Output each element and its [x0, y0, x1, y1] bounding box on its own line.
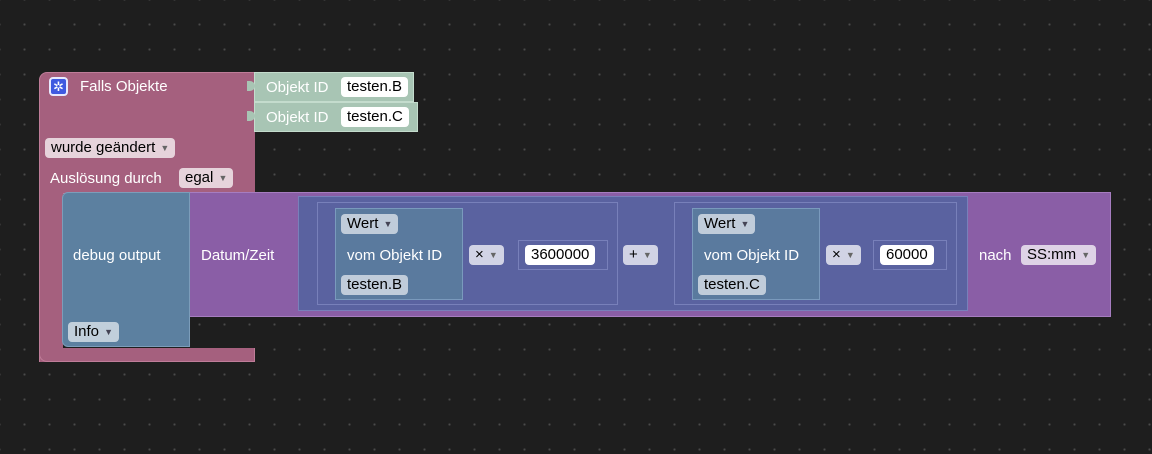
- puzzle-tab: [247, 81, 255, 91]
- trigger-by-value: egal: [185, 169, 214, 186]
- number-block[interactable]: 3600000: [518, 240, 608, 270]
- number-input[interactable]: 3600000: [525, 245, 596, 265]
- change-type-value: wurde geändert: [51, 139, 156, 156]
- puzzle-tab: [247, 111, 255, 121]
- vom-objekt-label: vom Objekt ID: [704, 247, 800, 264]
- multiply-operator-value: ×: [832, 246, 841, 263]
- debug-output-block[interactable]: debug output Info ▼: [62, 192, 190, 347]
- dropdown-arrow-icon: ▼: [218, 173, 228, 183]
- dropdown-arrow-icon: ▼: [642, 250, 652, 260]
- value-type-value: Wert: [704, 215, 736, 232]
- object-id-label: Objekt ID: [266, 109, 329, 126]
- multiply-operator-value: ×: [475, 246, 484, 263]
- dropdown-arrow-icon: ▼: [160, 143, 170, 153]
- number-input[interactable]: 60000: [880, 245, 934, 265]
- gear-icon[interactable]: ✲: [49, 77, 68, 96]
- format-value: SS:mm: [1027, 246, 1077, 263]
- object-id-label: Objekt ID: [266, 79, 329, 96]
- event-block-bottom: [39, 348, 255, 362]
- log-level-value: Info: [74, 323, 100, 340]
- dropdown-arrow-icon: ▼: [488, 250, 498, 260]
- object-id-input[interactable]: testen.B: [341, 77, 409, 97]
- object-id-block-1[interactable]: Objekt ID testen.B: [247, 72, 414, 102]
- dropdown-arrow-icon: ▼: [740, 219, 750, 229]
- multiply-operator-dropdown[interactable]: × ▼: [469, 245, 504, 265]
- event-block-left-rail: [39, 190, 63, 362]
- trigger-by-label: Auslösung durch: [50, 170, 162, 187]
- dropdown-arrow-icon: ▼: [1081, 250, 1091, 260]
- vom-objekt-label: vom Objekt ID: [347, 247, 443, 264]
- value-block-left[interactable]: Wert ▼ vom Objekt ID testen.B: [335, 208, 463, 300]
- multiply-operator-dropdown[interactable]: × ▼: [826, 245, 861, 265]
- trigger-title: Falls Objekte: [80, 78, 168, 95]
- object-id-block-2[interactable]: Objekt ID testen.C: [247, 102, 418, 132]
- plus-operator-value: +: [629, 246, 638, 263]
- value-block-right[interactable]: Wert ▼ vom Objekt ID testen.C: [692, 208, 820, 300]
- value-type-dropdown[interactable]: Wert ▼: [698, 214, 756, 234]
- dropdown-arrow-icon: ▼: [845, 250, 855, 260]
- number-block[interactable]: 60000: [873, 240, 947, 270]
- format-dropdown[interactable]: SS:mm ▼: [1021, 245, 1097, 265]
- dropdown-arrow-icon: ▼: [104, 327, 114, 337]
- value-type-dropdown[interactable]: Wert ▼: [341, 214, 399, 234]
- object-id-input[interactable]: testen.C: [698, 275, 766, 295]
- format-label: nach: [979, 247, 1012, 264]
- value-type-value: Wert: [347, 215, 379, 232]
- object-id-input[interactable]: testen.C: [341, 107, 409, 127]
- datetime-label: Datum/Zeit: [201, 247, 275, 264]
- dropdown-arrow-icon: ▼: [383, 219, 393, 229]
- debug-output-label: debug output: [73, 247, 161, 264]
- log-level-dropdown[interactable]: Info ▼: [68, 322, 120, 342]
- plus-operator-dropdown[interactable]: + ▼: [623, 245, 658, 265]
- trigger-by-dropdown[interactable]: egal ▼: [179, 168, 234, 188]
- object-id-input[interactable]: testen.B: [341, 275, 409, 295]
- change-type-dropdown[interactable]: wurde geändert ▼: [45, 138, 176, 158]
